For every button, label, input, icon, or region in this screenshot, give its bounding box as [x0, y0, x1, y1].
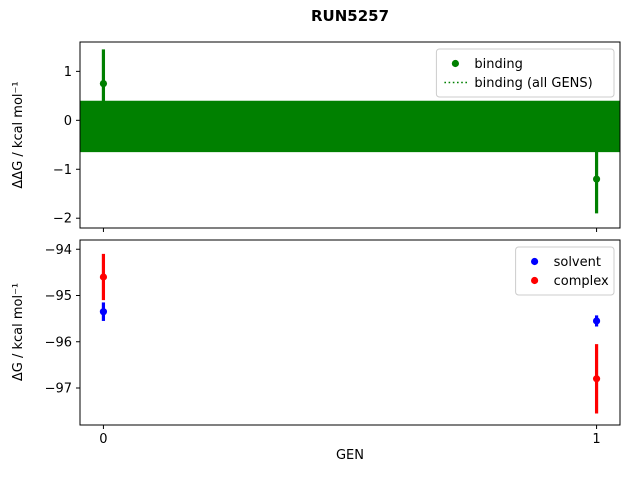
- legend-frame: [515, 246, 615, 296]
- binding-point: [99, 80, 108, 88]
- confidence-band: [80, 100, 620, 153]
- figure-title: RUN5257: [311, 7, 389, 25]
- y-tick-label: −2: [53, 212, 72, 227]
- binding-point: [592, 175, 601, 183]
- complex-legend-marker: [531, 276, 539, 285]
- legend: solvent complex: [515, 246, 615, 296]
- y-tick-label: 0: [64, 114, 72, 129]
- y-tick-label: 1: [64, 65, 72, 80]
- x-axis-label: GEN: [336, 448, 364, 463]
- y-tick-label: −95: [45, 289, 72, 304]
- axes-frame: [79, 239, 621, 426]
- axes-frame: [79, 41, 621, 229]
- legend: binding binding (all GENS): [435, 48, 615, 98]
- y-tick-label: −94: [45, 243, 72, 258]
- bottom-y-axis-label: ΔG / kcal mol⁻¹: [11, 283, 26, 381]
- complex-point: [592, 375, 601, 383]
- complex-point: [99, 273, 108, 281]
- solvent-legend-marker: [531, 257, 539, 266]
- y-tick-label: −96: [45, 335, 72, 350]
- legend-label: complex: [554, 274, 609, 289]
- dg-panel: −94 −95 −96 −97 0 1 solvent complex: [45, 239, 621, 447]
- binding-legend-marker: [451, 59, 459, 68]
- x-tick-label: 1: [592, 432, 600, 447]
- solvent-point: [592, 317, 601, 325]
- solvent-point: [99, 308, 108, 316]
- x-tick-label: 0: [99, 432, 107, 447]
- y-tick-label: −97: [45, 382, 72, 397]
- legend-frame: [435, 48, 615, 98]
- top-y-axis-label: ΔΔG / kcal mol⁻¹: [11, 81, 26, 188]
- legend-label: binding: [474, 57, 522, 72]
- legend-label: solvent: [554, 255, 601, 270]
- binding-ddg-panel: 1 0 −1 −2 binding binding (all GENS): [53, 41, 621, 232]
- legend-label: binding (all GENS): [474, 76, 592, 91]
- y-tick-label: −1: [53, 163, 72, 178]
